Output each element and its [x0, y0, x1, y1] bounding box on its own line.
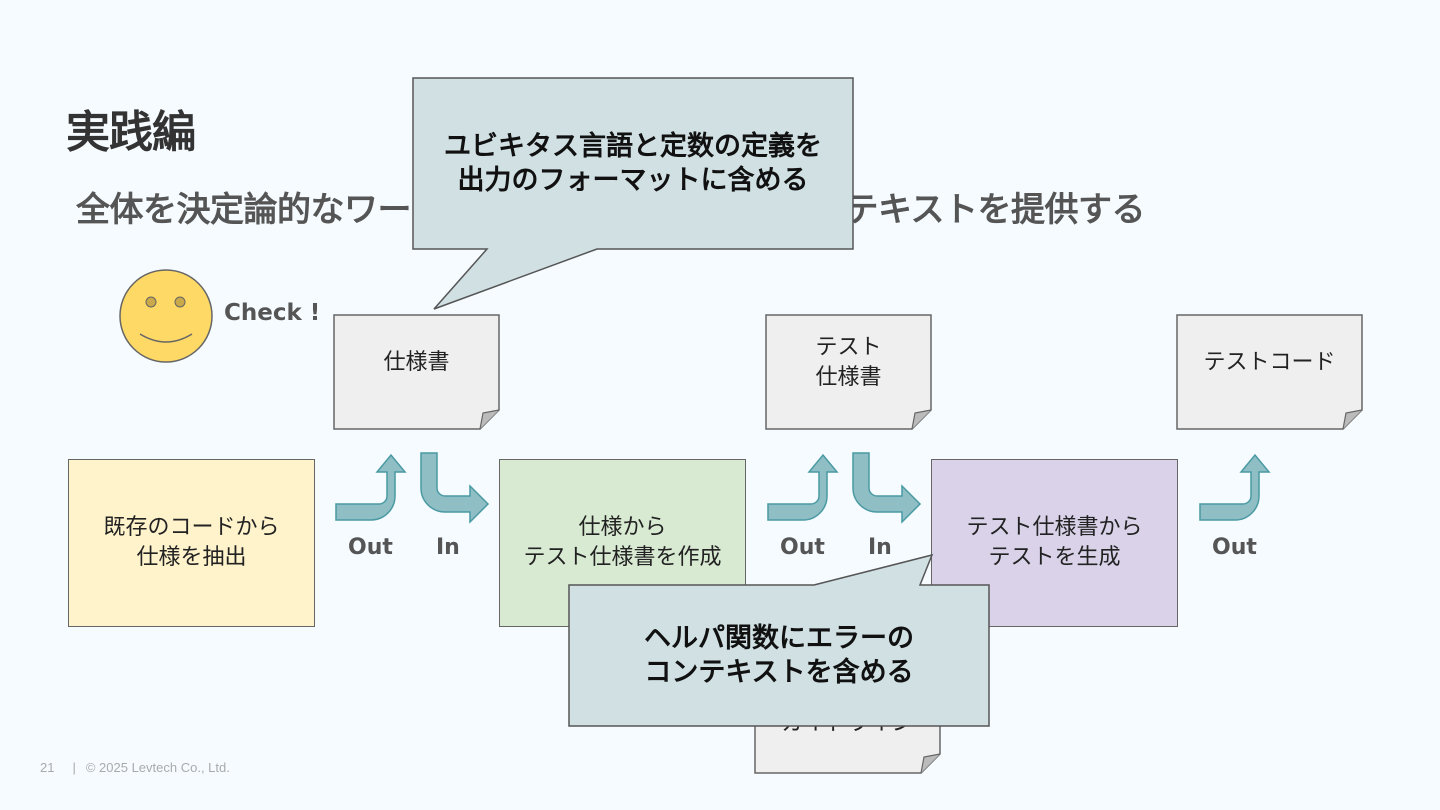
- footer: 21|© 2025 Levtech Co., Ltd.: [40, 760, 230, 775]
- document-test-code: テストコード: [1203, 349, 1336, 375]
- out-label: Out: [780, 535, 825, 560]
- callout-bottom: ヘルパ関数にエラーの コンテキストを含める: [644, 623, 914, 688]
- in-arrow-icon: [852, 452, 922, 524]
- copyright: © 2025 Levtech Co., Ltd.: [85, 760, 230, 775]
- slide-title: 実践編: [66, 107, 196, 158]
- callout-shape-bottom: [568, 553, 990, 727]
- callout-shape-top: [412, 77, 854, 310]
- document-shape-test-code: [1176, 314, 1363, 430]
- out-arrow-icon: [335, 453, 407, 521]
- smiley-icon: [119, 269, 213, 363]
- flow-box-extract: 既存のコードから 仕様を抽出: [68, 459, 315, 627]
- out-label: Out: [348, 535, 393, 560]
- document-shape-test-spec: [765, 314, 932, 430]
- out-label: Out: [1212, 535, 1257, 560]
- in-arrow-icon: [420, 452, 490, 524]
- in-label: In: [436, 535, 460, 560]
- document-spec: 仕様書: [383, 349, 450, 375]
- in-label: In: [868, 535, 892, 560]
- callout-top: ユビキタス言語と定数の定義を 出力のフォーマットに含める: [444, 130, 822, 196]
- out-arrow-icon: [1199, 453, 1271, 521]
- check-label: Check !: [224, 300, 321, 326]
- document-shape-spec: [333, 314, 500, 430]
- out-arrow-icon: [767, 453, 839, 521]
- page-number: 21: [40, 760, 55, 775]
- document-test-spec: テスト 仕様書: [815, 334, 882, 390]
